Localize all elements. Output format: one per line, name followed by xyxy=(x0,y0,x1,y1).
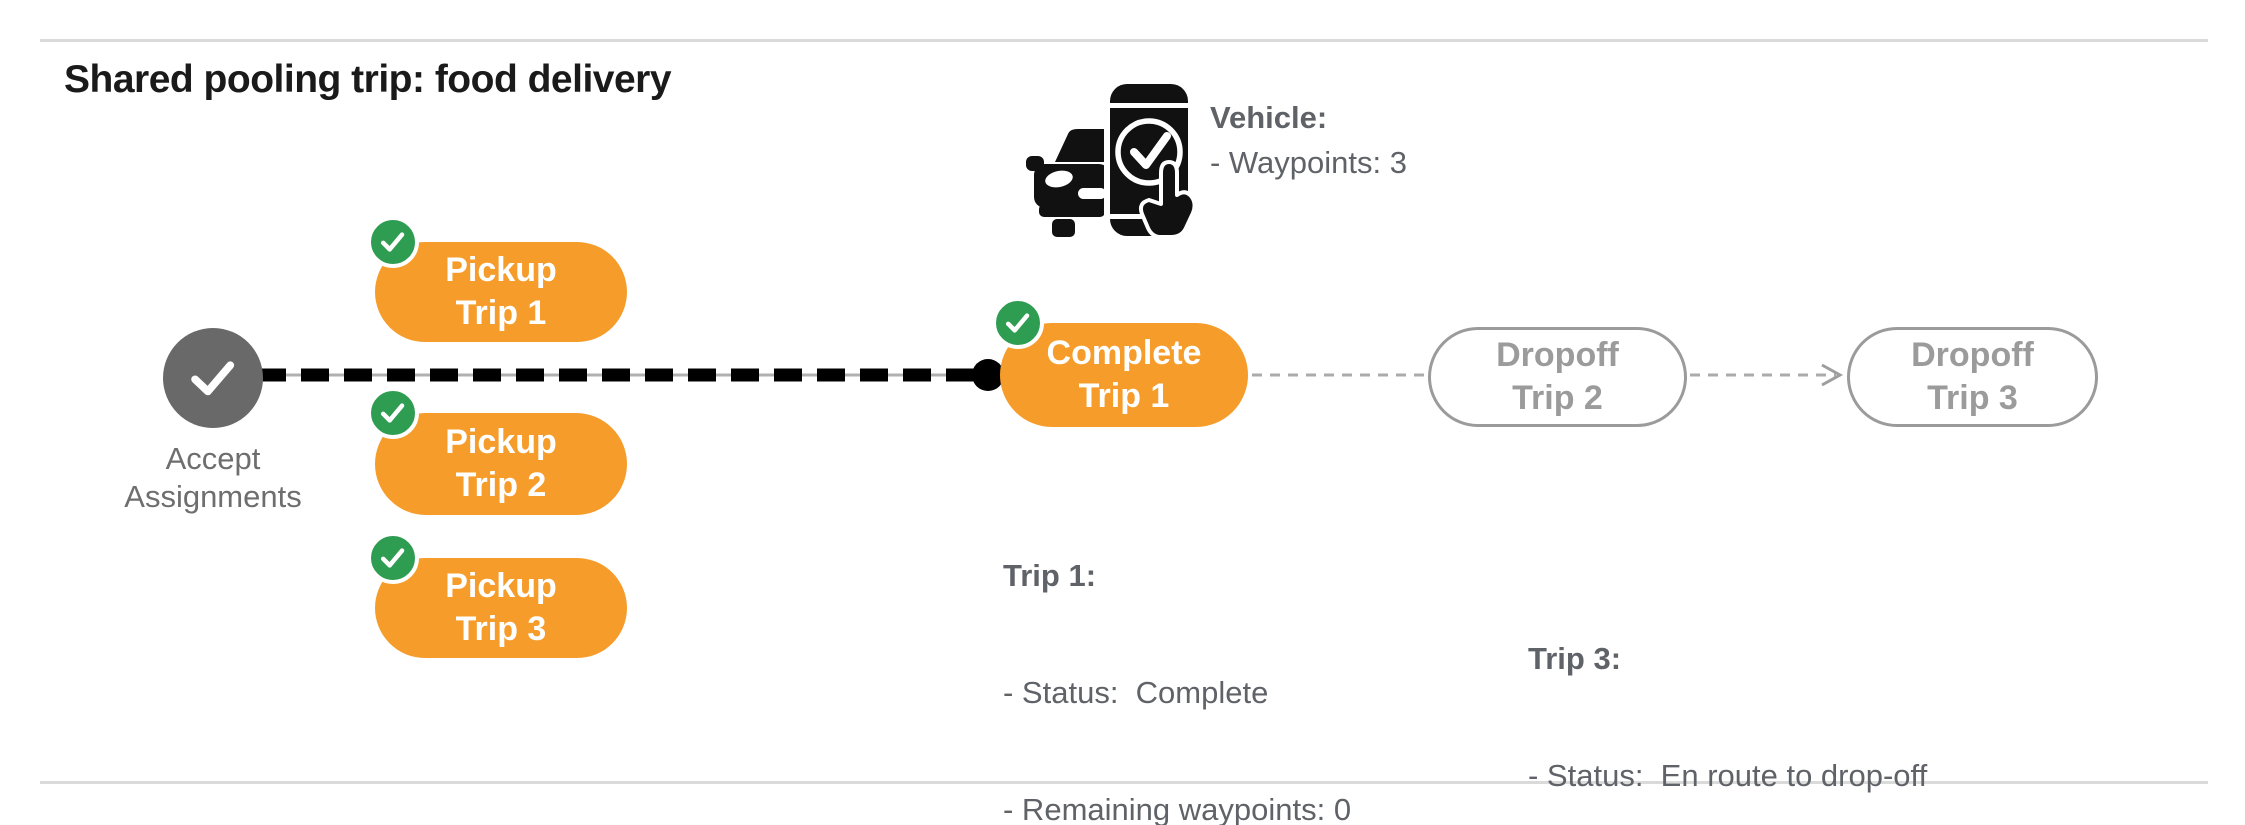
car-headlight-shape xyxy=(1045,170,1073,188)
car-body-shape xyxy=(1034,164,1110,208)
phone-top-slit xyxy=(1110,103,1188,108)
node-label-line2: Trip 2 xyxy=(1512,379,1603,417)
node-label-line1: Dropoff xyxy=(1496,336,1619,374)
car-bumper-shape xyxy=(1039,204,1105,217)
bottom-divider xyxy=(40,781,2208,784)
done-badge xyxy=(367,216,419,268)
accept-assignments-label-line1: Accept xyxy=(165,441,261,476)
done-badge xyxy=(367,387,419,439)
vehicle-waypoints: - Waypoints: 3 xyxy=(1210,145,1407,180)
trip-1-status: - Status: Complete xyxy=(1003,675,1269,710)
node-label-line2: Trip 2 xyxy=(455,466,547,504)
trip-3-status: - Status: En route to drop-off xyxy=(1528,758,1928,793)
phone-check-circle xyxy=(1115,118,1183,186)
car-cabin-shape xyxy=(1055,129,1110,162)
check-icon xyxy=(1005,313,1030,333)
node-label-line2: Trip 1 xyxy=(1078,377,1170,415)
trip-3-title: Trip 3: xyxy=(1528,641,1622,676)
pointing-hand-icon xyxy=(1138,160,1194,239)
done-badge xyxy=(992,297,1044,349)
check-icon xyxy=(380,403,405,423)
check-icon xyxy=(191,361,235,396)
accept-assignments-label-line2: Assignments xyxy=(124,479,302,514)
node-pickup-trip-2: Pickup Trip 2 xyxy=(367,387,627,515)
node-pickup-trip-3: Pickup Trip 3 xyxy=(367,532,627,658)
node-label-line2: Trip 1 xyxy=(455,294,547,332)
node-dropoff-trip-2: Dropoff Trip 2 xyxy=(1428,327,1687,427)
current-position-dot xyxy=(972,359,1004,391)
node-label-line1: Dropoff xyxy=(1911,336,2034,374)
arrowhead-icon xyxy=(1821,363,1844,387)
trip-1-waypoints: - Remaining waypoints: 0 xyxy=(1003,792,1352,825)
check-icon xyxy=(380,232,405,252)
check-icon xyxy=(380,548,405,568)
car-phone-check-icon xyxy=(1026,78,1194,242)
node-label-line2: Trip 3 xyxy=(455,610,547,648)
node-complete-trip-1: Complete Trip 1 xyxy=(992,297,1248,427)
accept-assignments-label: Accept Assignments xyxy=(63,440,363,516)
node-label-line1: Complete xyxy=(1046,334,1202,372)
page-title: Shared pooling trip: food delivery xyxy=(64,58,672,101)
accept-assignments-node xyxy=(163,328,263,428)
done-badge xyxy=(367,532,419,584)
trip-details-block-2: Trip 3: - Status: En route to drop-off -… xyxy=(1528,561,1927,825)
trip-details-block-1: Trip 1: - Status: Complete - Remaining w… xyxy=(1003,478,1402,825)
top-divider xyxy=(40,39,2208,42)
node-label-line1: Pickup xyxy=(445,423,557,461)
node-label-line2: Trip 3 xyxy=(1927,379,2018,417)
vehicle-label: Vehicle: xyxy=(1210,100,1328,135)
node-label-line1: Pickup xyxy=(445,567,557,605)
node-label-line1: Pickup xyxy=(445,251,557,289)
trip-1-title: Trip 1: xyxy=(1003,558,1097,593)
node-dropoff-trip-3: Dropoff Trip 3 xyxy=(1847,327,2098,427)
phone-check-icon xyxy=(1130,132,1171,169)
node-pickup-trip-1: Pickup Trip 1 xyxy=(367,216,627,342)
car-grille-shape xyxy=(1078,188,1106,199)
car-wheel-shape xyxy=(1052,219,1075,237)
